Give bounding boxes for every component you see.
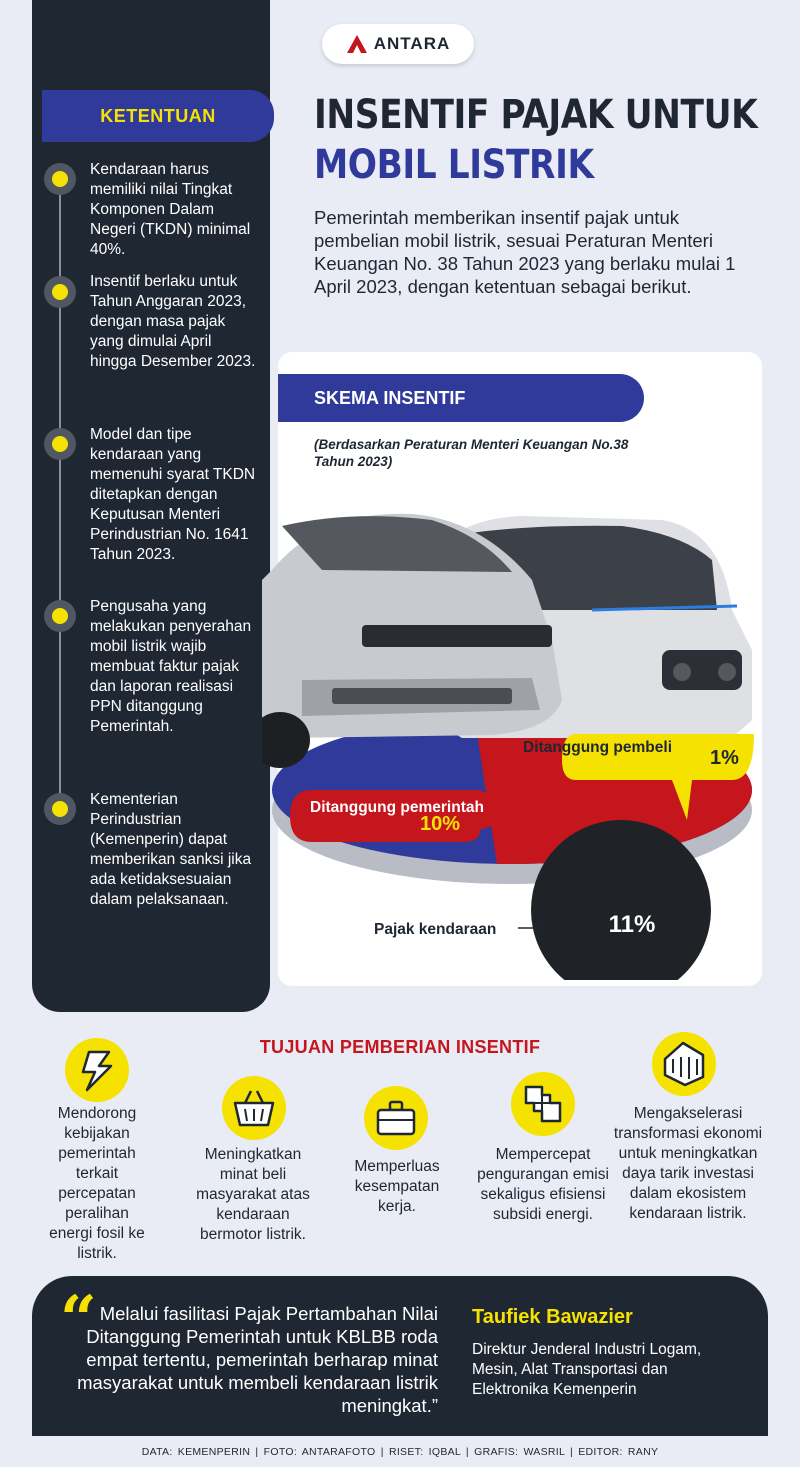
quote-mark-icon: “ — [60, 1282, 97, 1357]
tujuan-item: Meningkatkan minat beli masyarakat atas … — [196, 1146, 310, 1243]
bullet-dot — [44, 163, 76, 195]
page-title-highlight: MOBIL LISTRIK — [314, 142, 594, 188]
intro-text: Pemerintah memberikan insentif pajak unt… — [314, 207, 736, 297]
basket-icon — [222, 1076, 286, 1140]
antara-logo: ANTARA — [322, 24, 474, 64]
investment-icon — [652, 1032, 716, 1096]
value-pembeli: 1% — [710, 747, 739, 769]
tujuan-heading: TUJUAN PEMBERIAN INSENTIF — [259, 1037, 541, 1057]
lightning-icon — [65, 1038, 129, 1102]
skema-chart: 11% Ditanggung pembeli 1% Ditanggung pem… — [262, 513, 754, 980]
bullet-dot — [44, 793, 76, 825]
callout-pembeli: Ditanggung pembeli 1% — [523, 734, 754, 820]
tujuan-item: Mengakselerasi transformasi ekonomi untu… — [613, 1105, 763, 1222]
quote-position: Direktur Jenderal Industri Logam, Mesin,… — [472, 1341, 702, 1398]
bullet-dot — [44, 600, 76, 632]
value-pemerintah: 10% — [420, 813, 460, 835]
callout-pemerintah: Ditanggung pemerintah 10% — [290, 790, 527, 842]
car-image-front — [262, 513, 562, 768]
rule-item: Kendaraan harus memiliki nilai Tingkat K… — [90, 161, 251, 258]
label-pembeli: Ditanggung pembeli — [523, 739, 672, 756]
rule-item: Insentif berlaku untuk Tahun Anggaran 20… — [90, 273, 256, 370]
logo-text: ANTARA — [373, 34, 451, 53]
page-title: INSENTIF PAJAK UNTUK — [314, 92, 758, 138]
quote-person: Taufiek Bawazier — [472, 1306, 633, 1328]
puzzle-icon — [511, 1072, 575, 1136]
label-pemerintah: Ditanggung pemerintah — [310, 799, 484, 816]
bullet-dot — [44, 428, 76, 460]
tujuan-item: Mendorong kebijakan pemerintah terkait p… — [49, 1105, 145, 1262]
tujuan-item: Memperluas kesempatan kerja. — [354, 1158, 440, 1215]
timeline-line — [59, 170, 61, 810]
skema-note: (Berdasarkan Peraturan Menteri Keuangan … — [314, 437, 629, 469]
bullet-dot — [44, 276, 76, 308]
rule-item: Pengusaha yang melakukan penyerahan mobi… — [90, 598, 252, 735]
tujuan-item: Mempercepat pengurangan emisi sekaligus … — [477, 1146, 609, 1223]
skema-heading: SKEMA INSENTIF — [278, 374, 644, 422]
credits-bar: DATA: KEMENPERIN | FOTO: ANTARAFOTO | RI… — [141, 1446, 659, 1458]
rule-item: Model dan tipe kendaraan yang memenuhi s… — [90, 426, 256, 563]
total-value: 11% — [609, 911, 656, 938]
quote-text: Melalui fasilitasi Pajak Pertambahan Nil… — [77, 1303, 438, 1416]
antara-logo-icon — [346, 35, 367, 53]
briefcase-icon — [364, 1086, 428, 1150]
total-circle — [531, 820, 711, 980]
total-label: Pajak kendaraan — [374, 921, 496, 938]
ketentuan-heading: KETENTUAN — [42, 90, 274, 142]
quote-panel — [32, 1276, 768, 1436]
rule-item: Kementerian Perindustrian (Kemenperin) d… — [90, 791, 252, 908]
